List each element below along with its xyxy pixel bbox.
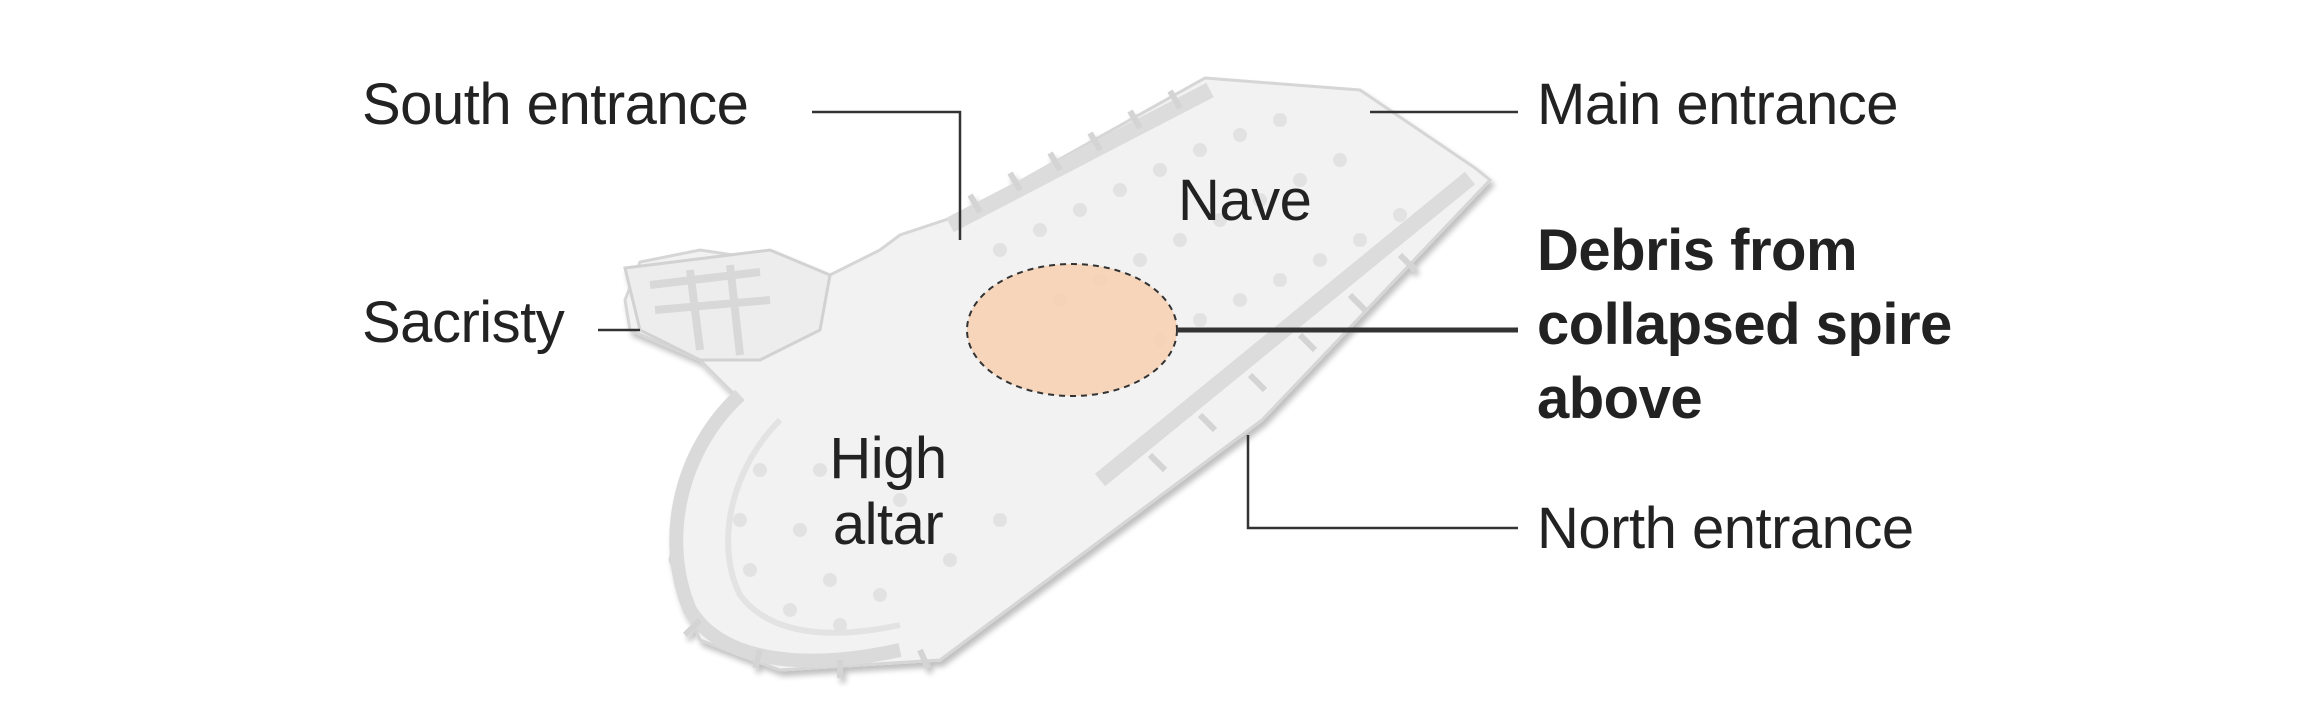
label-debris: Debris from collapsed spire above: [1537, 218, 1952, 431]
apse-wall: [669, 389, 902, 668]
label-high-altar: High altar: [829, 426, 947, 557]
label-south-entrance: South entrance: [362, 72, 749, 137]
buttresses: [682, 89, 1418, 678]
leader-lines: [598, 110, 1518, 530]
label-main-entrance: Main entrance: [1537, 72, 1899, 137]
label-north-entrance: North entrance: [1537, 496, 1914, 561]
leader-north-entrance: [1246, 435, 1518, 530]
apse-inner-wall: [725, 417, 901, 636]
nave-wall-north: [946, 82, 1214, 233]
debris-area-highlight: [966, 263, 1178, 397]
sacristy-rooms: [649, 264, 771, 356]
label-nave: Nave: [1178, 168, 1312, 233]
label-sacristy: Sacristy: [362, 290, 565, 355]
leader-south-entrance: [812, 110, 962, 240]
